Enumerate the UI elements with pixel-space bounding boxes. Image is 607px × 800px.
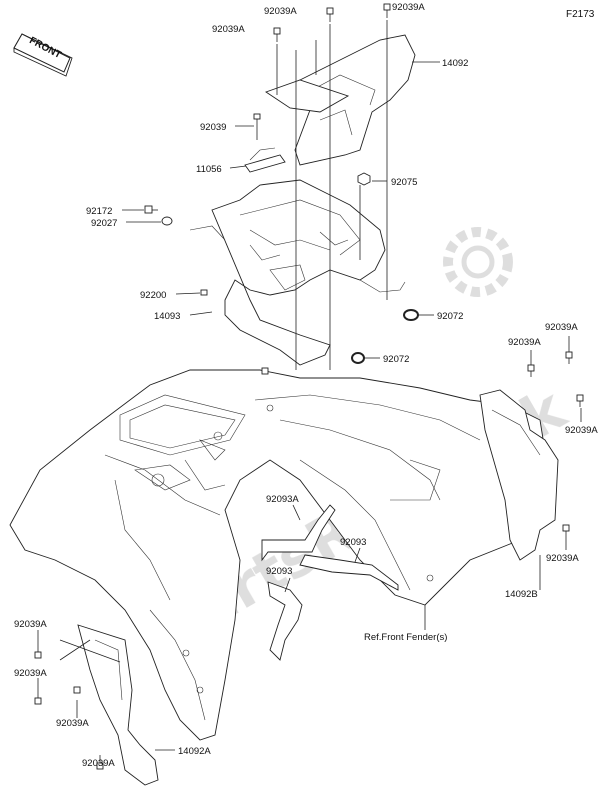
top-bracket <box>265 79 350 113</box>
part-92093-strip-a <box>299 554 399 591</box>
callout-14092: 14092 <box>442 58 468 69</box>
callout-92039A-left-4: 92039A <box>82 758 115 769</box>
callout-92039A-top-left: 92039A <box>212 24 245 35</box>
callout-92039A-left-3: 92039A <box>56 718 89 729</box>
part-14092B-mud-flap <box>479 389 559 561</box>
callout-92039A-left-2: 92039A <box>14 668 47 679</box>
callout-92039A-right-4: 92039A <box>546 553 579 564</box>
part-92039-bolt <box>253 113 261 140</box>
callout-92093-a: 92093 <box>340 537 366 548</box>
part-14093-cover <box>189 179 406 366</box>
callout-14092B: 14092B <box>505 589 538 600</box>
callout-92172: 92172 <box>86 206 112 217</box>
callout-92072-a: 92072 <box>437 311 463 322</box>
gear-watermark-icon <box>443 227 513 297</box>
callout-92200: 92200 <box>140 290 166 301</box>
callout-92039A-top-right: 92039A <box>392 2 425 13</box>
diagram-code: F2173 <box>566 9 595 20</box>
callout-92039: 92039 <box>200 122 226 133</box>
callout-92039A-left-1: 92039A <box>14 619 47 630</box>
callout-92072-b: 92072 <box>383 354 409 365</box>
callout-92075: 92075 <box>391 177 417 188</box>
part-92172-screw <box>144 205 158 214</box>
callout-92039A-right-3: 92039A <box>565 425 598 436</box>
callout-92039A-top-mid: 92039A <box>264 6 297 17</box>
part-92072-grommet-b <box>351 352 365 364</box>
leader-lines <box>37 20 582 763</box>
part-92027-washer <box>161 216 173 226</box>
callout-11056: 11056 <box>196 164 222 175</box>
part-92200-clip <box>200 289 208 296</box>
callout-92039A-right-1: 92039A <box>545 322 578 333</box>
callout-14092A: 14092A <box>178 746 211 757</box>
callout-14093: 14093 <box>154 311 180 322</box>
callout-92093A: 92093A <box>266 494 299 505</box>
part-14092A-mud-flap <box>77 624 159 786</box>
part-92075-nut <box>357 172 371 186</box>
front-direction-badge: FRONT <box>13 33 73 77</box>
fasteners <box>34 3 584 770</box>
part-11056-plate <box>244 147 286 173</box>
part-92093A-strip <box>261 504 336 562</box>
part-92072-grommet-a <box>403 309 419 321</box>
reference-note: Ref.Front Fender(s) <box>364 632 447 643</box>
callout-92093-b: 92093 <box>266 566 292 577</box>
callout-92039A-right-2: 92039A <box>508 337 541 348</box>
callout-labels: 92039A 92039A 92039A 14092 92039 11056 9… <box>14 2 598 769</box>
part-92093-strip-b <box>267 581 303 661</box>
callout-92027: 92027 <box>91 218 117 229</box>
